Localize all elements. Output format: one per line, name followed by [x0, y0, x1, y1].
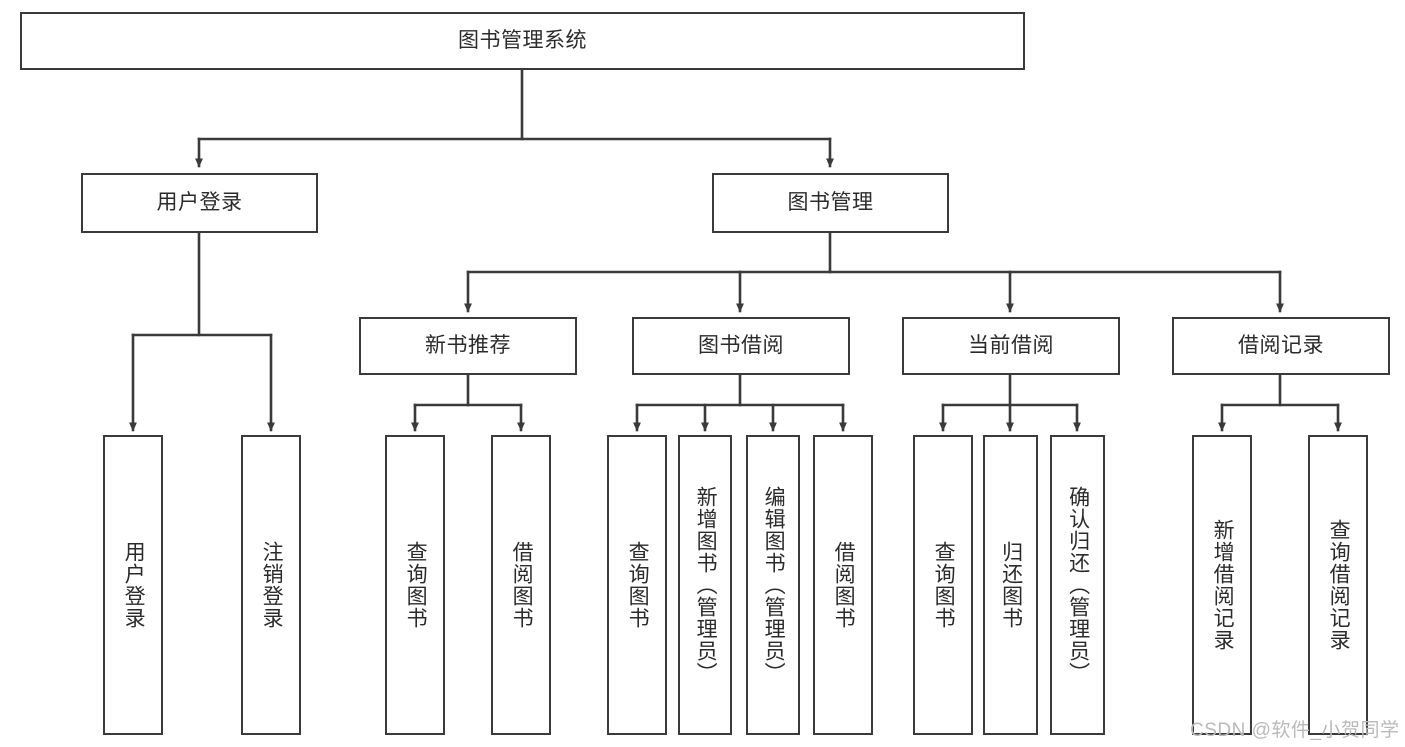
leaf-query-book-3[interactable]: 查询图书 [913, 435, 973, 735]
leaf-query-book-2-label: 查询图书 [626, 541, 650, 629]
leaf-query-record[interactable]: 查询借阅记录 [1308, 435, 1368, 735]
node-book-borrow-label: 图书借阅 [698, 334, 784, 358]
node-user-login[interactable]: 用户登录 [81, 173, 318, 233]
node-book-borrow[interactable]: 图书借阅 [632, 317, 850, 375]
node-current-borrow-label: 当前借阅 [968, 334, 1054, 358]
leaf-add-book-label: 新增图书（管理员） [694, 486, 718, 684]
node-current-borrow[interactable]: 当前借阅 [902, 317, 1120, 375]
node-book-management[interactable]: 图书管理 [712, 173, 949, 233]
leaf-edit-book-label: 编辑图书（管理员） [762, 486, 786, 684]
node-new-book-recommend[interactable]: 新书推荐 [359, 317, 577, 375]
leaf-user-login[interactable]: 用户登录 [103, 435, 163, 735]
leaf-logout-login-label: 注销登录 [260, 541, 284, 629]
leaf-query-book-1-label: 查询图书 [404, 541, 428, 629]
leaf-borrow-book-2[interactable]: 借阅图书 [813, 435, 873, 735]
node-borrow-record-label: 借阅记录 [1238, 334, 1324, 358]
leaf-return-book[interactable]: 归还图书 [983, 435, 1038, 735]
node-root[interactable]: 图书管理系统 [20, 12, 1025, 70]
leaf-confirm-return[interactable]: 确认归还（管理员） [1050, 435, 1105, 735]
leaf-return-book-label: 归还图书 [999, 541, 1023, 629]
node-root-label: 图书管理系统 [458, 29, 587, 53]
leaf-borrow-book-1-label: 借阅图书 [510, 541, 534, 629]
csdn-watermark: CSDN @软件_小贺同学 [1190, 720, 1400, 741]
leaf-borrow-book-2-label: 借阅图书 [832, 541, 856, 629]
leaf-add-record-label: 新增借阅记录 [1211, 519, 1235, 651]
leaf-confirm-return-label: 确认归还（管理员） [1066, 486, 1090, 684]
leaf-query-book-3-label: 查询图书 [932, 541, 956, 629]
leaf-query-book-1[interactable]: 查询图书 [385, 435, 445, 735]
node-new-book-recommend-label: 新书推荐 [425, 334, 511, 358]
leaf-add-record[interactable]: 新增借阅记录 [1192, 435, 1252, 735]
node-book-management-label: 图书管理 [787, 191, 874, 215]
node-borrow-record[interactable]: 借阅记录 [1172, 317, 1390, 375]
leaf-logout-login[interactable]: 注销登录 [241, 435, 301, 735]
node-user-login-label: 用户登录 [156, 191, 243, 215]
leaf-query-book-2[interactable]: 查询图书 [607, 435, 667, 735]
leaf-edit-book[interactable]: 编辑图书（管理员） [746, 435, 800, 735]
leaf-user-login-label: 用户登录 [122, 541, 146, 629]
leaf-add-book[interactable]: 新增图书（管理员） [678, 435, 732, 735]
leaf-borrow-book-1[interactable]: 借阅图书 [491, 435, 551, 735]
leaf-query-record-label: 查询借阅记录 [1327, 519, 1351, 651]
